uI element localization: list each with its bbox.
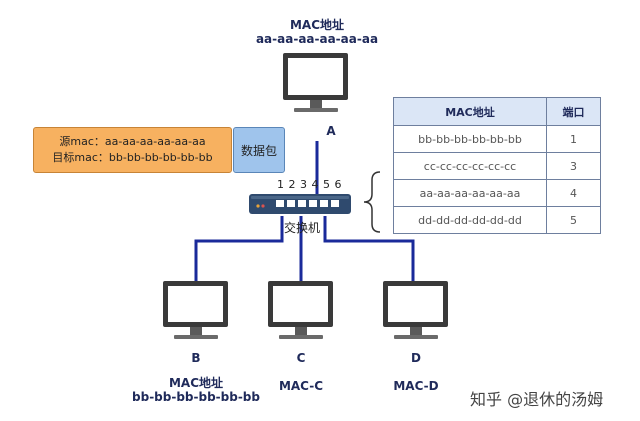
switch-label: 交换机 [283, 221, 321, 235]
switch-device [249, 194, 351, 214]
packet-dst-mac: 目标mac：bb-bb-bb-bb-bb-bb [52, 151, 213, 164]
table-cell-port: 5 [546, 206, 601, 234]
table-header-mac: MAC地址 [393, 97, 547, 126]
table-row: cc-cc-cc-cc-cc-cc 3 [393, 152, 601, 180]
monitor-c [268, 281, 333, 339]
table-cell-mac: cc-cc-cc-cc-cc-cc [393, 152, 547, 180]
watermark-text: 知乎 @退休的汤姆 [470, 390, 604, 409]
monitor-a [283, 53, 348, 112]
packet-tag: 数据包 [233, 127, 285, 173]
table-row: bb-bb-bb-bb-bb-bb 1 [393, 125, 601, 153]
monitor-d [383, 281, 448, 339]
pc-d-label: D [411, 351, 421, 365]
table-cell-port: 1 [546, 125, 601, 153]
pc-a-mac-title: MAC地址 [289, 18, 345, 32]
table-cell-mac: aa-aa-aa-aa-aa-aa [393, 179, 547, 207]
switch-port-numbers: 1 2 3 4 5 6 [277, 178, 342, 191]
monitor-b [163, 281, 228, 339]
packet-tag-label: 数据包 [240, 143, 277, 158]
table-brace [363, 171, 381, 233]
pc-a-label: A [326, 124, 336, 138]
table-header-row: MAC地址 端口 [393, 97, 601, 126]
table-cell-mac: bb-bb-bb-bb-bb-bb [393, 125, 547, 153]
network-cables [194, 141, 415, 281]
table-row: aa-aa-aa-aa-aa-aa 4 [393, 179, 601, 207]
pc-b-mac-title: MAC地址 [168, 376, 224, 390]
packet-src-mac: 源mac：aa-aa-aa-aa-aa-aa [59, 135, 206, 148]
mac-address-table: MAC地址 端口 bb-bb-bb-bb-bb-bb 1 cc-cc-cc-cc… [393, 97, 601, 234]
cable-b [194, 216, 284, 281]
cable-d [323, 216, 415, 281]
table-cell-mac: dd-dd-dd-dd-dd-dd [393, 206, 547, 234]
pc-a-mac-value: aa-aa-aa-aa-aa-aa [255, 32, 379, 46]
table-cell-port: 4 [546, 179, 601, 207]
table-cell-port: 3 [546, 152, 601, 180]
pc-c-label: C [296, 351, 306, 365]
table-row: dd-dd-dd-dd-dd-dd 5 [393, 206, 601, 234]
pc-b-label: B [191, 351, 201, 365]
pc-c-mac: MAC-C [278, 379, 324, 393]
pc-b-mac-value: bb-bb-bb-bb-bb-bb [132, 390, 260, 404]
pc-d-mac: MAC-D [393, 379, 439, 393]
table-header-port: 端口 [546, 97, 601, 126]
packet-header-box: 源mac：aa-aa-aa-aa-aa-aa 目标mac：bb-bb-bb-bb… [33, 127, 232, 173]
